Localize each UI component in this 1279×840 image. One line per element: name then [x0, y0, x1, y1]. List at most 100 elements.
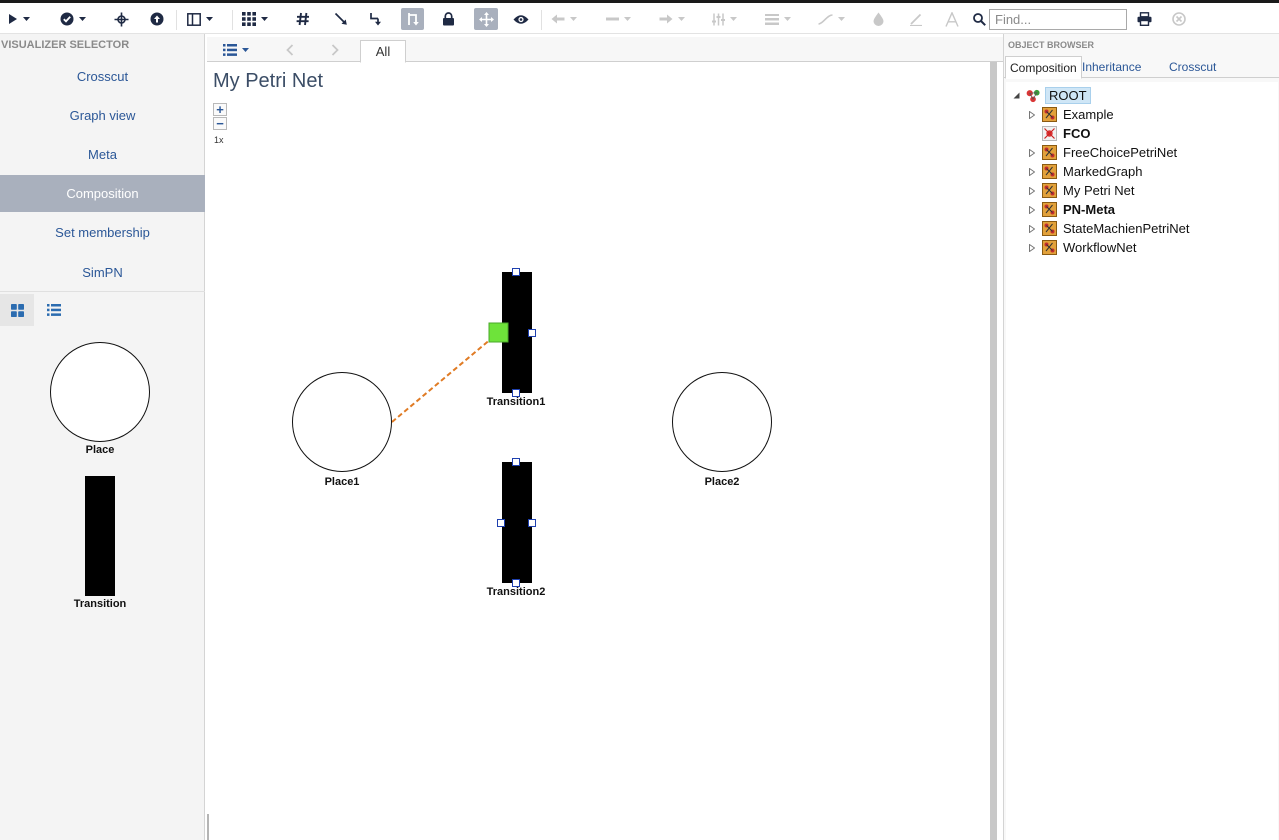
curve-icon [818, 13, 833, 25]
text-color-button[interactable] [945, 8, 959, 30]
visualizer-item-meta[interactable]: Meta [88, 147, 117, 162]
part-place-shape[interactable] [49, 341, 151, 443]
visualizer-item-composition[interactable]: Composition [0, 175, 205, 212]
visualizer-item-simpn[interactable]: SimPN [82, 265, 123, 280]
tab-inheritance[interactable]: Inheritance [1082, 60, 1142, 74]
cancel-search-button[interactable] [1172, 8, 1186, 30]
move-crosshair-icon [114, 12, 129, 26]
chevron-down-icon [678, 17, 685, 21]
hashtag-button[interactable] [296, 8, 310, 30]
place2-node[interactable] [672, 372, 772, 472]
print-icon [1137, 12, 1152, 26]
print-button[interactable] [1137, 8, 1152, 30]
connection-endpoint[interactable] [488, 322, 509, 343]
selection-handle[interactable] [497, 519, 505, 527]
grid-icon [242, 12, 256, 26]
selection-handle[interactable] [512, 389, 520, 397]
move-button[interactable] [474, 8, 498, 30]
expand-triangle-icon[interactable] [1027, 205, 1037, 215]
line-pattern-button[interactable] [712, 8, 737, 30]
tree-node-label[interactable]: PN-Meta [1063, 202, 1116, 217]
tree-node-label[interactable]: MarkedGraph [1063, 164, 1143, 179]
expand-triangle-icon[interactable] [1027, 243, 1037, 253]
place1-node[interactable] [292, 372, 392, 472]
canvas[interactable]: Place1 Transition1 Transition2 Place2 [207, 34, 990, 840]
connect-elbow-button[interactable] [369, 8, 383, 30]
expand-triangle-icon[interactable] [1027, 110, 1037, 120]
export-button[interactable] [150, 8, 164, 30]
find-input[interactable] [989, 9, 1127, 30]
visibility-button[interactable] [513, 8, 529, 30]
tab-crosscut[interactable]: Crosscut [1169, 60, 1217, 74]
zoom-out-button[interactable]: − [213, 117, 227, 130]
chevron-down-icon [242, 48, 249, 52]
tree-node-label[interactable]: ROOT [1045, 87, 1091, 104]
selection-handle[interactable] [512, 268, 520, 276]
lock-button[interactable] [442, 8, 455, 30]
visualizer-item-crosscut[interactable]: Crosscut [76, 69, 129, 84]
fco-icon [1042, 126, 1057, 141]
collapse-triangle-icon[interactable] [1011, 91, 1021, 101]
search-button[interactable] [973, 8, 986, 30]
tree-node-label[interactable]: Example [1063, 107, 1114, 122]
tree-node-label[interactable]: StateMachienPetriNet [1063, 221, 1190, 236]
run-button[interactable] [8, 8, 30, 30]
tab-list-button[interactable] [223, 39, 249, 61]
selection-handle[interactable] [512, 579, 520, 587]
arrow-diagonal-icon [334, 12, 347, 25]
tree-node-label[interactable]: FreeChoicePetriNet [1063, 145, 1178, 160]
vertical-scrollbar[interactable] [990, 62, 997, 840]
tab-scroll-right-button[interactable] [331, 39, 339, 61]
line-type-button[interactable] [818, 8, 845, 30]
eye-icon [513, 14, 529, 24]
list-view-button[interactable] [37, 294, 71, 326]
part-transition-shape[interactable] [85, 476, 115, 596]
selection-handle[interactable] [528, 329, 536, 337]
chevron-down-icon [624, 17, 631, 21]
tree-node-label[interactable]: WorkflowNet [1063, 240, 1137, 255]
expand-triangle-icon[interactable] [1027, 167, 1037, 177]
check-button[interactable] [60, 8, 86, 30]
droplet-icon [873, 12, 884, 26]
zoom-in-button[interactable]: + [213, 103, 227, 116]
model-icon [1042, 221, 1057, 236]
arrow-start-button[interactable] [551, 8, 577, 30]
panel-title: VISUALIZER SELECTOR [1, 39, 130, 51]
line-style-button[interactable] [606, 8, 631, 30]
tab-all[interactable]: All [360, 40, 406, 63]
line-weight-button[interactable] [765, 8, 791, 30]
fill-color-button[interactable] [873, 8, 884, 30]
transition2-node[interactable] [502, 462, 532, 583]
selection-handle[interactable] [528, 519, 536, 527]
chevron-down-icon [784, 17, 791, 21]
border-color-button[interactable] [909, 8, 923, 30]
model-icon [1042, 202, 1057, 217]
crosshair-button[interactable] [114, 8, 129, 30]
expand-triangle-icon[interactable] [1027, 148, 1037, 158]
tab-composition[interactable]: Composition [1005, 56, 1082, 79]
arc-connection[interactable] [391, 332, 499, 423]
tree-node-label[interactable]: My Petri Net [1063, 183, 1135, 198]
tree-node-label[interactable]: FCO [1063, 126, 1091, 141]
tree-node-freechoicepetrinet: FreeChoicePetriNet [1027, 143, 1179, 162]
object-browser-tabs: Composition Inheritance Crosscut [1004, 56, 1279, 79]
visualizer-item-set-membership[interactable]: Set membership [55, 225, 150, 240]
connect-mode-icon [407, 13, 419, 26]
selection-handle[interactable] [512, 458, 520, 466]
transition2-label: Transition2 [487, 586, 546, 598]
chevron-left-icon [286, 44, 294, 56]
part-place-label: Place [85, 444, 115, 456]
expand-triangle-icon[interactable] [1027, 224, 1037, 234]
tab-scroll-left-button[interactable] [286, 39, 294, 61]
search-icon [973, 12, 986, 26]
layout-button[interactable] [187, 8, 213, 30]
grid-button[interactable] [242, 8, 268, 30]
grid-view-button[interactable] [0, 294, 34, 326]
connect-straight-button[interactable] [334, 8, 348, 30]
move-icon [478, 11, 494, 27]
model-icon [1042, 107, 1057, 122]
connect-mode-button[interactable] [401, 8, 424, 30]
expand-triangle-icon[interactable] [1027, 186, 1037, 196]
arrow-end-button[interactable] [659, 8, 685, 30]
visualizer-item-graph-view[interactable]: Graph view [69, 108, 136, 123]
